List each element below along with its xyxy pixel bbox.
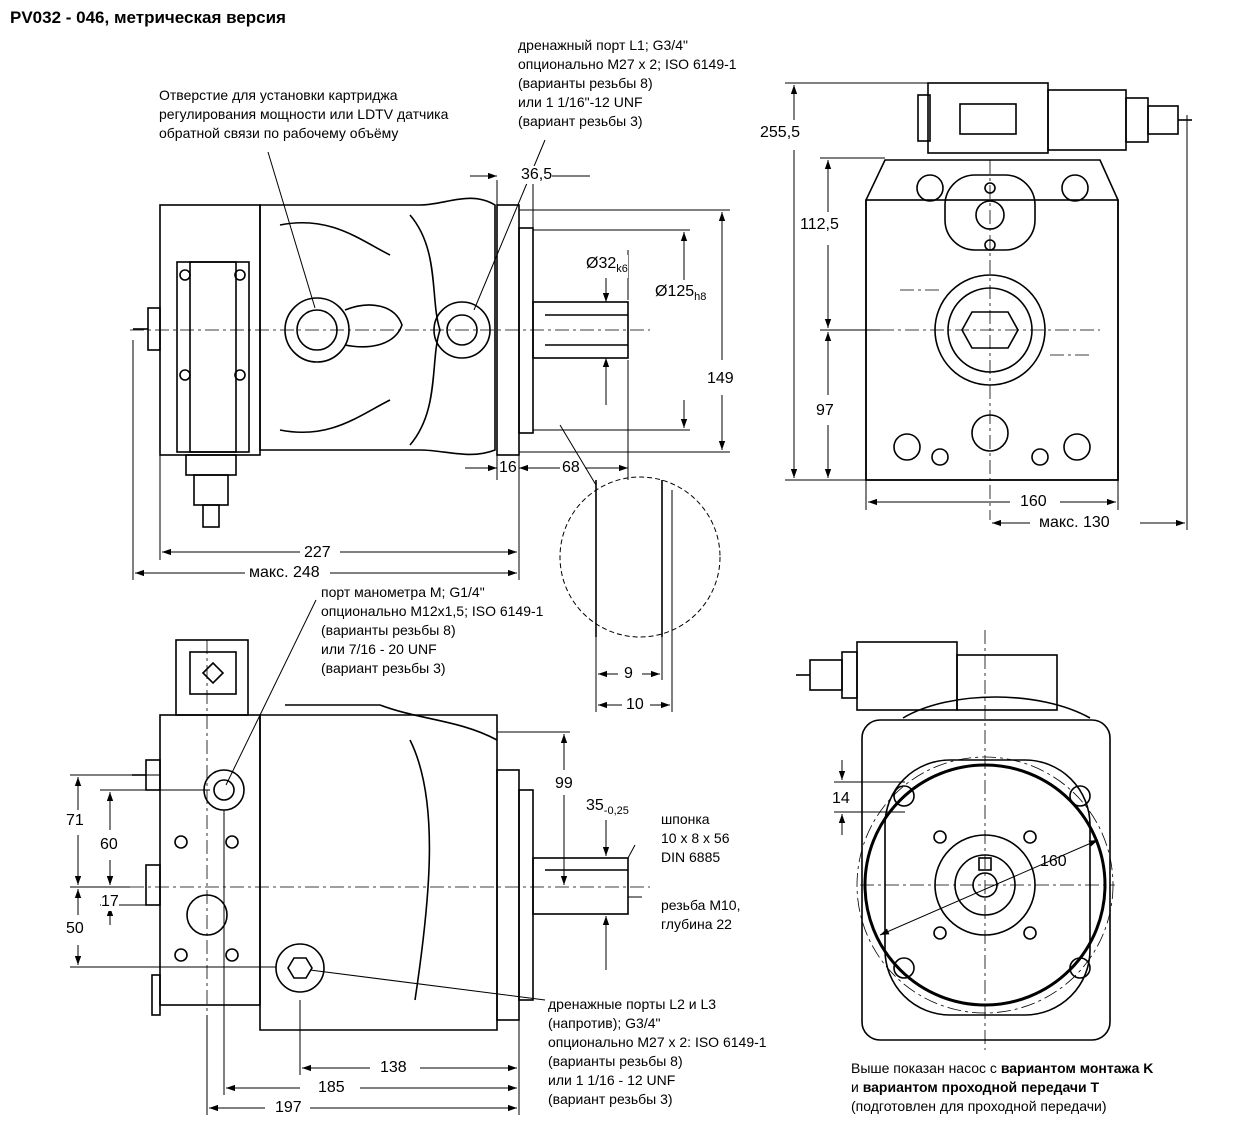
dim-197: 197 [275, 1099, 302, 1117]
dim-185: 185 [318, 1079, 345, 1097]
rear-view-bottom [796, 641, 1111, 1041]
dim-14: 14 [832, 790, 850, 808]
dim-35: 35-0,25 [586, 797, 629, 821]
top-view-bottom [132, 639, 629, 1031]
dim-99: 99 [555, 775, 573, 793]
callout-gauge-port: порт манометра M; G1/4"опционально M12x1… [321, 584, 544, 676]
page-title: PV032 - 046, метрическая версия [10, 8, 286, 27]
dim-97: 97 [816, 402, 834, 420]
dim-160: 160 [1020, 493, 1047, 511]
dim-36-5: 36,5 [521, 166, 553, 184]
dim-112-5: 112,5 [800, 216, 839, 234]
pcd-160-leader [879, 839, 1099, 936]
dim-10: 10 [626, 696, 644, 714]
mounting-note: Выше показан насос с вариантом монтажа K… [851, 1060, 1154, 1114]
dim-d125: Ø125h8 [655, 283, 707, 307]
top-view-bottom-centerline [130, 640, 650, 1015]
dim-max-248: макс. 248 [249, 564, 320, 582]
dim-68: 68 [562, 459, 580, 477]
callout-drain-l1: дренажный порт L1; G3/4"опционально M27 … [518, 37, 737, 129]
callout-drain-l2-l3: дренажные порты L2 и L3(напротив); G3/4"… [548, 996, 767, 1107]
dim-17: 17 [101, 893, 119, 911]
dim-71: 71 [66, 812, 84, 830]
dim-50: 50 [66, 920, 84, 938]
dim-149: 149 [707, 370, 734, 388]
front-view-top [865, 82, 1192, 481]
callout-thread: резьба M10,глубина 22 [661, 897, 741, 932]
dim-227: 227 [304, 544, 331, 562]
leader-lines [225, 139, 642, 1001]
dimension-lines [70, 82, 1188, 1115]
dim-255-5: 255,5 [760, 124, 801, 142]
dim-d32: Ø32k6 [586, 255, 628, 279]
side-view-top [133, 197, 629, 528]
front-view-top-centerlines [880, 160, 1100, 520]
dim-16: 16 [499, 459, 517, 477]
dim-60: 60 [100, 836, 118, 854]
key-detail-view [559, 424, 721, 638]
dim-138: 138 [380, 1059, 407, 1077]
dim-max-130: макс. 130 [1039, 514, 1110, 532]
dim-9: 9 [624, 665, 633, 683]
dim-160-pcd: 160 [1040, 853, 1067, 870]
